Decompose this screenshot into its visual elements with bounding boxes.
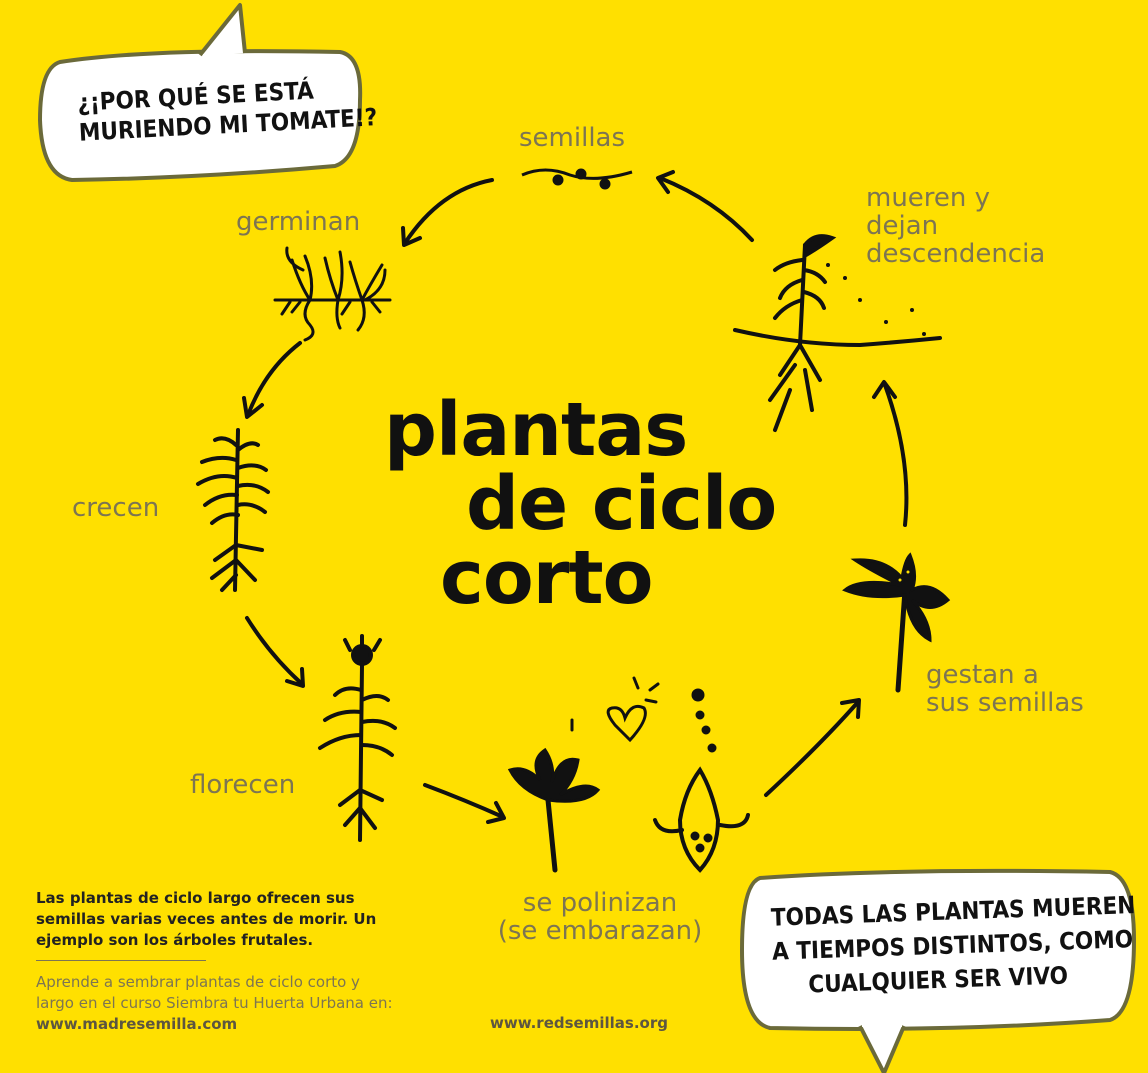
stage-label-seeds: semillas [519,123,626,153]
arrow-gestate-to-die [883,383,909,527]
footer-url[interactable]: www.redsemillas.org [490,1014,668,1032]
title-line-3: corto [440,535,653,621]
arrow-bloom-to-pollinate [423,783,505,819]
stage-label-grow: crecen [72,493,160,523]
stage-label-pollinate-line-1: se polinizan [522,888,678,918]
stage-label-gestate: gestan a sus semillas [926,661,1084,717]
stage-label-pollinate-line-2: (se embarazan) [497,916,703,946]
stage-label-gestate-line-1: gestan a [926,660,1039,690]
note-course-text: Aprende a sembrar plantas de ciclo corto… [36,973,393,1012]
note-course-link[interactable]: www.madresemilla.com [36,1015,238,1033]
seeds-icon [521,168,633,190]
stage-label-die: mueren y dejan descendencia [866,184,1045,268]
stage-label-pollinate: se polinizan (se embarazan) [480,889,720,945]
sprouts-icon [273,246,392,342]
stage-label-gestate-line-2: sus semillas [926,688,1084,718]
arrow-seeds-to-germinate [403,178,494,245]
note-course: Aprende a sembrar plantas de ciclo corto… [36,972,396,1035]
dying-plant-icon [733,234,942,432]
arrow-die-to-seeds [658,176,754,242]
arrow-grow-to-bloom [245,616,304,686]
pollination-icon [507,676,750,873]
speech-bubble-top [37,3,363,183]
note-divider [36,960,206,961]
bubble-bottom-text: TODAS LAS PLANTAS MUEREN A TIEMPOS DISTI… [770,889,1135,1002]
cycle-arrows [242,170,909,824]
blooming-plant-icon [318,634,397,842]
stage-label-germinate: germinan [236,207,361,237]
speech-bubble-bottom [739,868,1137,1073]
title-line-2: de ciclo [466,461,777,547]
arrow-germinate-to-grow [246,341,302,417]
arrow-pollinate-to-gestate [764,700,860,797]
stage-label-die-line-2: dejan [866,211,939,241]
stage-label-die-line-1: mueren y [866,183,991,213]
gestating-flower-icon [842,552,951,693]
stage-label-bloom: florecen [190,770,296,800]
stage-label-die-line-3: descendencia [866,239,1046,269]
growing-plant-icon [196,428,270,592]
title-line-1: plantas [384,387,688,473]
note-long-cycle: Las plantas de ciclo largo ofrecen sus s… [36,889,377,949]
